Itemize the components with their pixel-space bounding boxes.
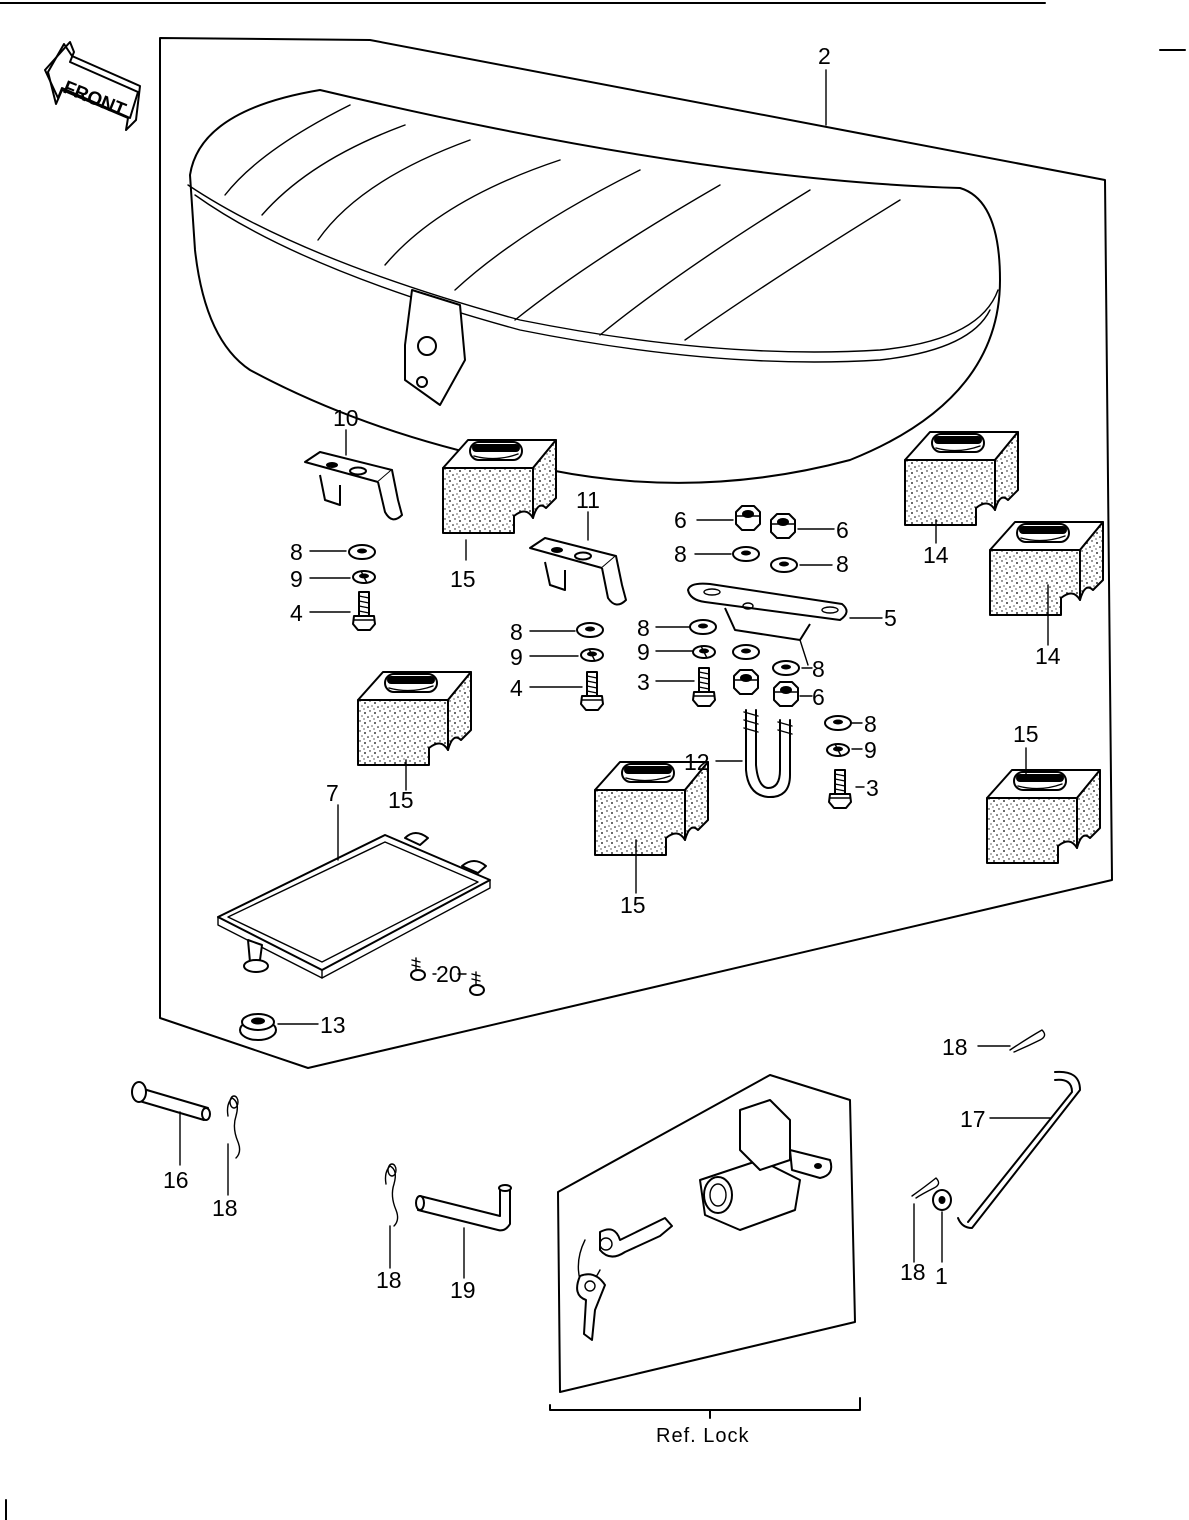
lock-washer-9-b xyxy=(580,648,604,662)
rubber-damper-15-c xyxy=(594,761,709,856)
callout-11: 11 xyxy=(576,487,600,513)
nut-6-d xyxy=(773,681,799,707)
callout-6-b: 6 xyxy=(836,517,849,543)
callout-9-c: 9 xyxy=(637,639,650,665)
grommet-13 xyxy=(239,1013,277,1041)
ref-lock-label: Ref. Lock xyxy=(656,1425,749,1447)
callout-8-f: 8 xyxy=(812,656,825,682)
washer-8-f xyxy=(732,644,760,660)
callout-15-c: 15 xyxy=(620,892,646,918)
callout-8-g: 8 xyxy=(864,711,877,737)
u-bolt-12 xyxy=(743,709,793,799)
callout-15-d: 15 xyxy=(1013,721,1039,747)
callout-4-a: 4 xyxy=(290,600,303,626)
screw-20-b xyxy=(469,971,485,996)
washer-8-b xyxy=(576,622,604,638)
callout-8-a: 8 xyxy=(674,541,687,567)
callout-18-d: 18 xyxy=(900,1259,926,1285)
nut-6-c xyxy=(733,669,759,695)
leader-lines xyxy=(179,69,1051,1279)
callout-9-b: 9 xyxy=(510,644,523,670)
callout-6-c: 6 xyxy=(812,684,825,710)
callout-7: 7 xyxy=(326,780,339,806)
bracket-11 xyxy=(529,537,627,606)
rubber-damper-15-a xyxy=(442,439,557,534)
callout-8-b: 8 xyxy=(836,551,849,577)
bolt-3-b xyxy=(828,769,852,809)
rod-17 xyxy=(957,1070,1081,1229)
bolt-3-a xyxy=(692,667,716,707)
callout-18-a: 18 xyxy=(942,1034,968,1060)
callout-8-e: 8 xyxy=(637,615,650,641)
nut-6-b xyxy=(770,513,796,539)
callout-18-b: 18 xyxy=(212,1195,238,1221)
washer-1 xyxy=(932,1189,952,1211)
bracket-10 xyxy=(304,451,403,521)
seat-assembly xyxy=(187,89,1001,484)
r-clip-18-d xyxy=(911,1177,940,1199)
washer-8-c xyxy=(689,619,717,635)
l-pin-19 xyxy=(415,1184,512,1232)
screw-20-a xyxy=(410,957,426,981)
callout-10: 10 xyxy=(333,405,359,431)
nut-6-a xyxy=(735,505,761,531)
callout-20: 20 xyxy=(436,961,462,987)
ref-lock-bracket xyxy=(549,1397,861,1411)
washer-8-h xyxy=(824,715,852,731)
callout-labels: 2 10 11 6 6 8 8 14 14 8 9 4 15 5 8 9 4 8… xyxy=(163,43,1061,1447)
callout-17: 17 xyxy=(960,1106,986,1132)
r-clip-18-a xyxy=(226,1095,241,1159)
callout-9-d: 9 xyxy=(864,737,877,763)
callout-9-a: 9 xyxy=(290,566,303,592)
callout-16: 16 xyxy=(163,1167,189,1193)
callout-3-b: 3 xyxy=(866,775,879,801)
callout-13: 13 xyxy=(320,1012,346,1038)
callout-8-c: 8 xyxy=(290,539,303,565)
bolt-4-b xyxy=(580,671,604,711)
rubber-damper-14-a xyxy=(904,431,1019,526)
callout-14-a: 14 xyxy=(923,542,949,568)
callout-15-b: 15 xyxy=(388,787,414,813)
callout-18-c: 18 xyxy=(376,1267,402,1293)
callout-4-b: 4 xyxy=(510,675,523,701)
front-arrow-icon: FRONT xyxy=(44,41,141,131)
washer-8-e xyxy=(770,557,798,573)
lock-washer-9-c xyxy=(692,645,716,659)
assembly-boundary xyxy=(159,37,1113,1069)
washer-8-d xyxy=(732,546,760,562)
callout-12: 12 xyxy=(684,749,710,775)
callout-1: 1 xyxy=(935,1263,948,1289)
washer-8-a xyxy=(348,544,376,560)
bolt-4-a xyxy=(352,591,376,631)
rubber-damper-15-d xyxy=(986,769,1101,864)
callout-3-a: 3 xyxy=(637,669,650,695)
callout-6-a: 6 xyxy=(674,507,687,533)
callout-14-b: 14 xyxy=(1035,643,1061,669)
callout-2: 2 xyxy=(818,43,831,69)
r-clip-18-b xyxy=(384,1163,399,1227)
callout-15-a: 15 xyxy=(450,566,476,592)
tray-7 xyxy=(217,832,491,979)
washer-8-g xyxy=(772,660,800,676)
lock-washer-9-a xyxy=(352,570,376,584)
pin-16 xyxy=(131,1081,211,1121)
bracket-5 xyxy=(687,582,848,666)
lock-washer-9-d xyxy=(826,743,850,757)
lock-subassembly xyxy=(557,1074,856,1393)
callout-8-d: 8 xyxy=(510,619,523,645)
callout-19: 19 xyxy=(450,1277,476,1303)
callout-5: 5 xyxy=(884,605,897,631)
rubber-damper-15-b xyxy=(357,671,472,766)
rubber-damper-14-b xyxy=(989,521,1104,616)
r-clip-18-c xyxy=(1009,1029,1046,1053)
